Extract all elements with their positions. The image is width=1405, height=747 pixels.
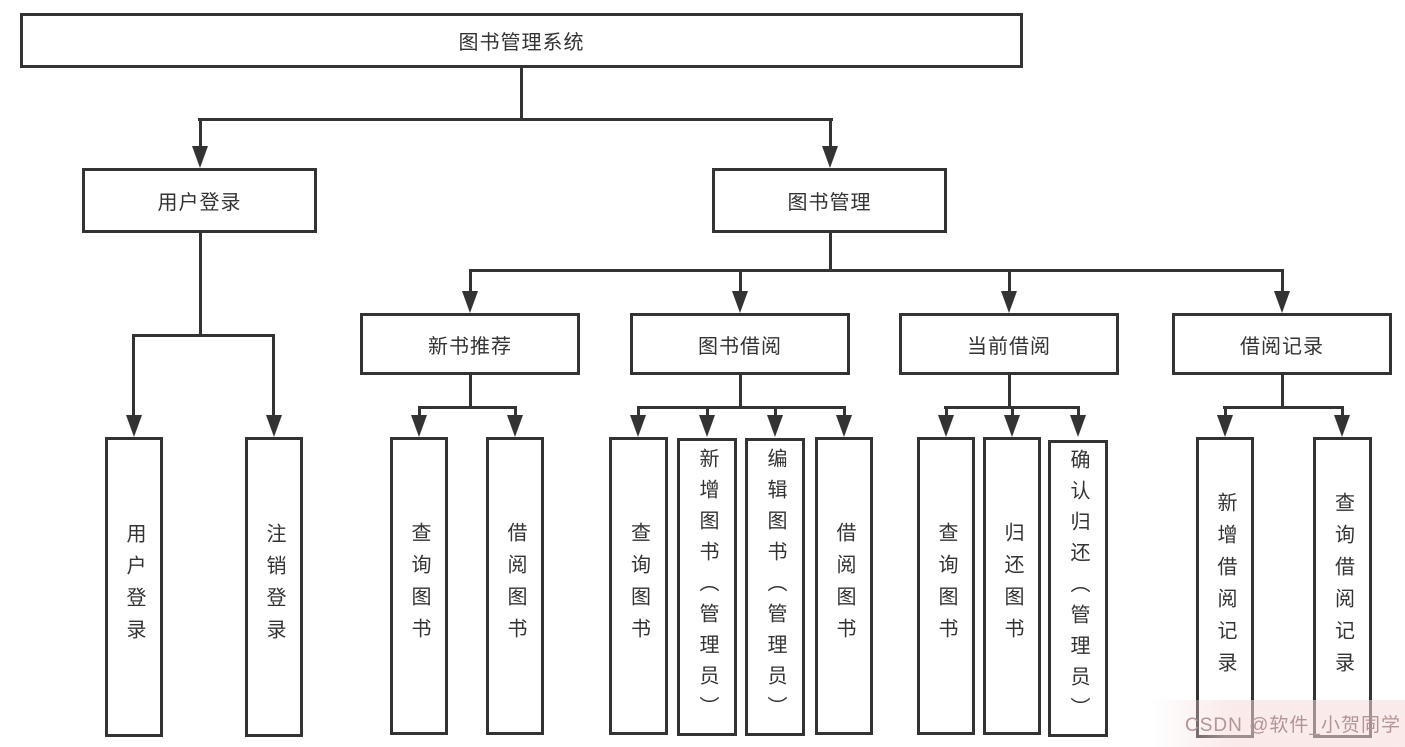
leaf-query-borrow-record-label: 查询借阅记录 <box>1331 491 1354 684</box>
leaf-edit-book-admin-label: 编辑图书（管理员） <box>764 447 786 727</box>
node-root-label: 图书管理系统 <box>458 32 585 54</box>
arrowhead-leaf-logout <box>266 415 282 437</box>
leaf-user-login-label: 用户登录 <box>123 523 145 651</box>
arrowhead-leaf <box>836 415 852 437</box>
node-borrow-records: 借阅记录 <box>1172 313 1392 375</box>
arrowhead-borrow-records <box>1274 291 1290 313</box>
connector-drop-leaf-user-login <box>132 334 135 417</box>
node-new-book-rec-label: 新书推荐 <box>428 335 512 358</box>
connector-book-borrow-stub <box>739 375 742 408</box>
connector-drop <box>945 406 948 417</box>
leaf-borrow-book-rec: 借阅图书 <box>486 437 544 735</box>
arrowhead-leaf <box>411 415 427 437</box>
connector-drop-current-borrow <box>1008 269 1011 297</box>
arrowhead-leaf <box>767 415 783 437</box>
leaf-add-book-admin: 新增图书（管理员） <box>677 438 737 736</box>
leaf-logout-label: 注销登录 <box>263 523 285 651</box>
node-root: 图书管理系统 <box>20 13 1023 68</box>
node-current-borrow: 当前借阅 <box>899 313 1119 375</box>
arrowhead-leaf <box>1334 415 1350 437</box>
leaf-query-book-rec-label: 查询图书 <box>408 522 430 650</box>
arrowhead-book-mgmt <box>822 146 838 168</box>
node-current-borrow-label: 当前借阅 <box>967 335 1051 358</box>
connector-borrow-records-stub <box>1281 375 1284 408</box>
node-user-login-label: 用户登录 <box>157 192 242 214</box>
connector-new-book-rec-spread <box>418 406 517 409</box>
connector-root-stub <box>520 68 523 120</box>
connector-level1-spread <box>198 118 833 121</box>
arrowhead-leaf <box>1070 415 1086 437</box>
arrowhead-leaf <box>699 415 715 437</box>
arrowhead-leaf <box>630 415 646 437</box>
arrowhead-new-book-rec <box>462 291 478 313</box>
connector-user-login-spread <box>132 334 275 337</box>
leaf-query-book-borrow-label: 查询图书 <box>627 522 650 650</box>
leaf-confirm-return-admin-label: 确认归还（管理员） <box>1067 449 1089 728</box>
connector-drop-new-book-rec <box>469 269 472 297</box>
leaf-query-book-current-label: 查询图书 <box>935 522 957 650</box>
arrowhead-leaf <box>1217 415 1233 437</box>
connector-drop <box>1341 406 1344 417</box>
leaf-return-book-label: 归还图书 <box>1001 522 1023 650</box>
node-new-book-rec: 新书推荐 <box>360 313 580 375</box>
leaf-confirm-return-admin: 确认归还（管理员） <box>1048 440 1108 737</box>
connector-drop <box>1224 406 1227 417</box>
arrowhead-leaf-user-login <box>126 415 142 437</box>
node-book-borrow: 图书借阅 <box>630 313 850 375</box>
arrowhead-book-borrow <box>732 291 748 313</box>
connector-book-borrow-spread <box>637 406 846 409</box>
node-book-mgmt: 图书管理 <box>712 168 947 233</box>
connector-user-login-stub <box>199 233 202 337</box>
connector-drop-borrow-records <box>1281 269 1284 297</box>
connector-level3-spread <box>469 269 1284 272</box>
arrowhead-user-login <box>192 146 208 168</box>
node-book-mgmt-label: 图书管理 <box>787 192 872 214</box>
node-book-borrow-label: 图书借阅 <box>698 335 782 358</box>
node-borrow-records-label: 借阅记录 <box>1240 335 1324 358</box>
node-user-login: 用户登录 <box>82 168 317 233</box>
connector-book-mgmt-stub <box>829 233 832 272</box>
connector-drop <box>418 406 421 417</box>
arrowhead-leaf <box>938 415 954 437</box>
leaf-logout: 注销登录 <box>245 437 303 737</box>
connector-drop-book-borrow <box>739 269 742 297</box>
leaf-add-book-admin-label: 新增图书（管理员） <box>696 447 718 727</box>
leaf-query-book-borrow: 查询图书 <box>609 437 668 735</box>
leaf-borrow-book-rec-label: 借阅图书 <box>504 522 526 650</box>
connector-drop-book-mgmt <box>829 118 832 148</box>
arrowhead-leaf <box>507 415 523 437</box>
connector-current-borrow-stub <box>1008 375 1011 408</box>
leaf-return-book: 归还图书 <box>983 437 1041 735</box>
connector-drop <box>1077 406 1080 417</box>
connector-borrow-records-spread <box>1223 406 1344 409</box>
connector-drop <box>637 406 640 417</box>
arrowhead-current-borrow <box>1001 291 1017 313</box>
connector-drop <box>774 406 777 417</box>
connector-new-book-rec-stub <box>469 375 472 408</box>
arrowhead-leaf <box>1004 415 1020 437</box>
leaf-borrow-book: 借阅图书 <box>815 437 873 735</box>
leaf-query-book-current: 查询图书 <box>917 437 975 735</box>
leaf-edit-book-admin: 编辑图书（管理员） <box>745 438 805 736</box>
connector-drop-user-login <box>199 118 202 148</box>
leaf-query-borrow-record: 查询借阅记录 <box>1313 437 1372 738</box>
connector-drop <box>706 406 709 417</box>
connector-drop <box>843 406 846 417</box>
leaf-add-borrow-record: 新增借阅记录 <box>1196 437 1254 738</box>
connector-drop-leaf-logout <box>272 334 275 417</box>
leaf-add-borrow-record-label: 新增借阅记录 <box>1214 491 1236 684</box>
leaf-user-login: 用户登录 <box>105 437 163 737</box>
connector-drop <box>514 406 517 417</box>
leaf-query-book-rec: 查询图书 <box>390 437 448 735</box>
leaf-borrow-book-label: 借阅图书 <box>833 522 855 650</box>
connector-drop <box>1011 406 1014 417</box>
